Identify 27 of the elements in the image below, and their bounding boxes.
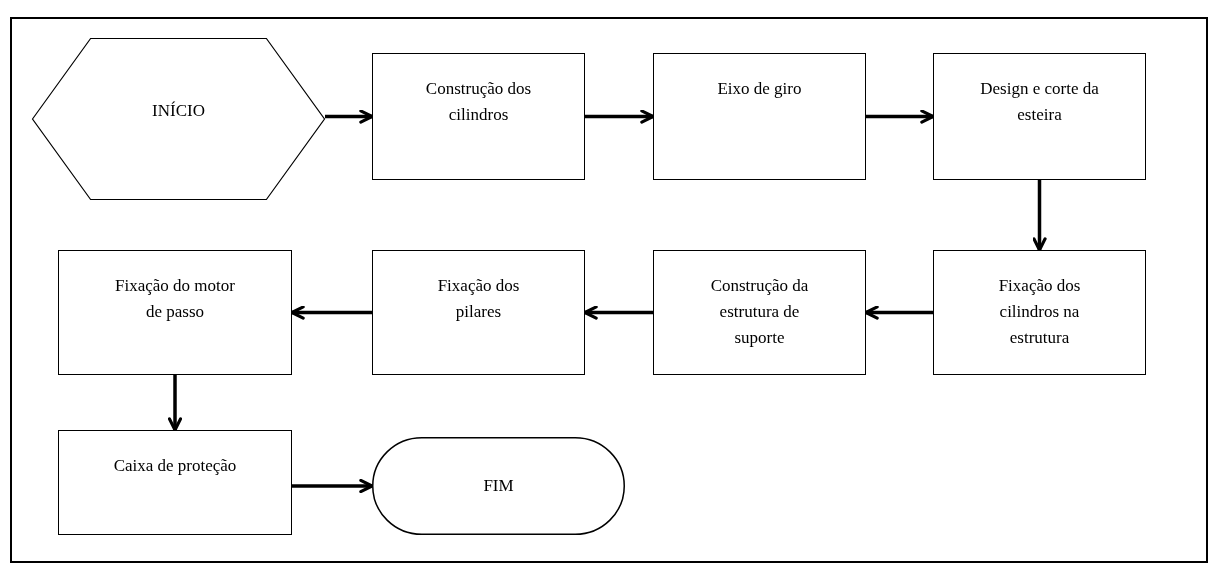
step-label: Design e corte da esteira [979, 78, 1100, 126]
process-box [372, 53, 585, 180]
arrow [583, 305, 653, 320]
step-label: FIM [483, 475, 514, 497]
step-label: Fixação dos pilares [436, 275, 521, 323]
process-box [933, 250, 1146, 375]
process-box [653, 53, 866, 180]
arrow [167, 375, 183, 432]
step-label: Fixação do motor de passo [114, 275, 236, 323]
step-label: Caixa de proteção [113, 455, 237, 477]
start-hexagon [32, 38, 325, 200]
step-label: INÍCIO [152, 100, 205, 122]
process-box [58, 250, 292, 375]
arrow [864, 305, 933, 320]
arrow [1032, 180, 1047, 252]
process-box [372, 250, 585, 375]
step-label: Construção dos cilindros [424, 78, 533, 126]
step-label: Construção da estrutura de suporte [709, 275, 810, 349]
arrow [325, 109, 374, 124]
process-box [653, 250, 866, 375]
process-box [58, 430, 292, 535]
step-label: Eixo de giro [717, 78, 802, 100]
arrow [290, 305, 372, 320]
arrow [866, 109, 935, 124]
process-box [933, 53, 1146, 180]
step-label: Fixação dos cilindros na estrutura [997, 275, 1082, 349]
arrow [585, 109, 655, 124]
